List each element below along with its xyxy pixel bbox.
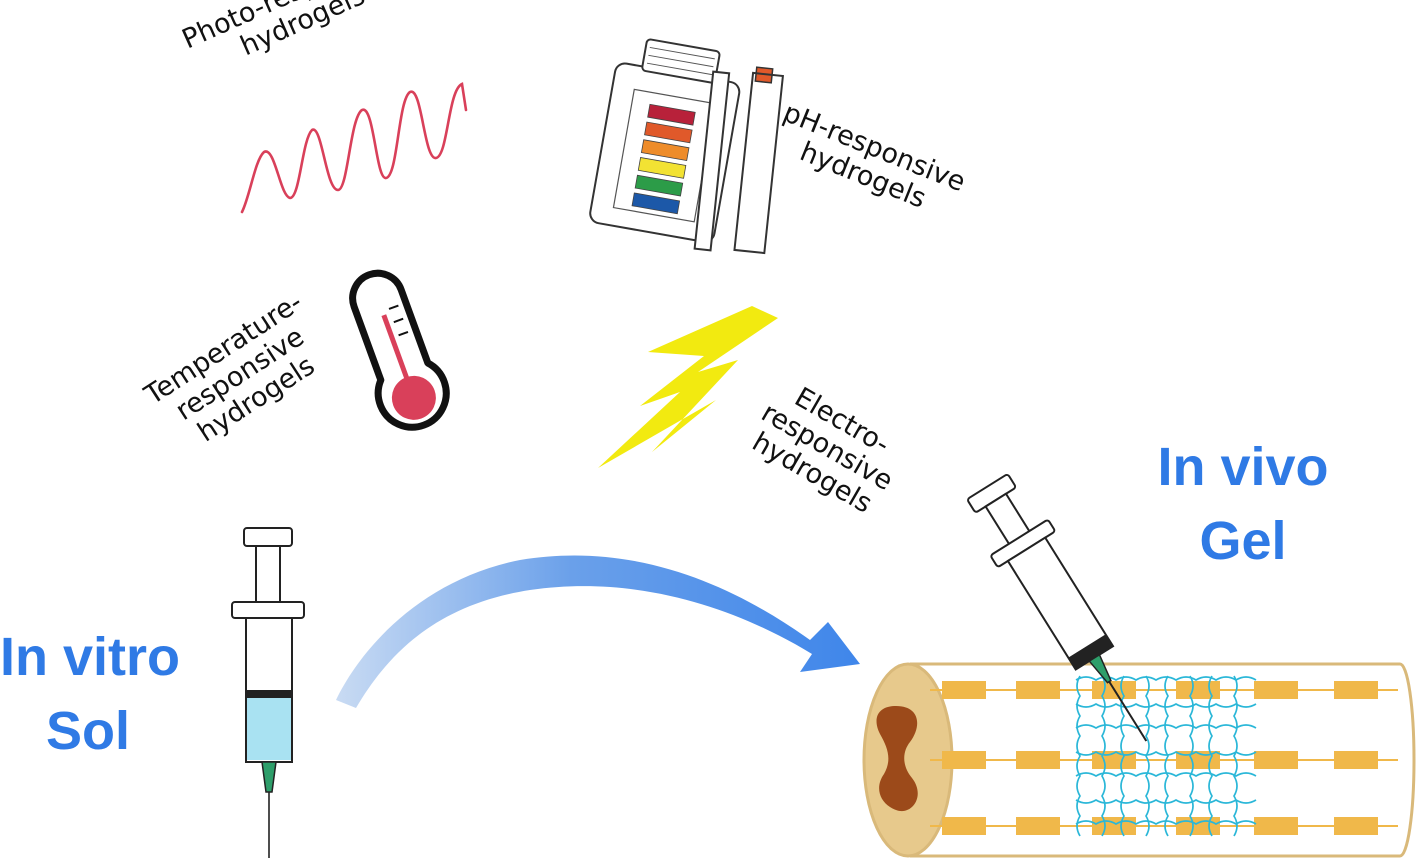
fiber-segment xyxy=(1254,817,1298,835)
gel-strand xyxy=(1101,675,1106,837)
ph-swatch xyxy=(640,139,690,162)
thermometer-icon xyxy=(349,269,450,431)
gel-strand xyxy=(1075,751,1257,756)
syringe-icon xyxy=(231,527,305,858)
gel-strand xyxy=(1164,675,1169,837)
gel-strand xyxy=(1076,675,1081,837)
light-wave-icon xyxy=(240,82,468,214)
fiber-segment xyxy=(1334,681,1378,699)
fiber-segment xyxy=(1176,681,1220,699)
arrow-icon xyxy=(336,555,860,708)
gel-strand xyxy=(1208,675,1213,837)
gel-strand xyxy=(1189,675,1194,837)
gel-strand xyxy=(1233,675,1238,837)
fiber-segment xyxy=(942,817,986,835)
syringe-icon xyxy=(967,473,1148,742)
fiber-segment xyxy=(1254,751,1298,769)
ph-test-kit-icon xyxy=(589,38,785,255)
fiber-segment xyxy=(1016,751,1060,769)
fiber-segment xyxy=(1254,681,1298,699)
fiber-segment xyxy=(1334,817,1378,835)
lightning-bolt-icon xyxy=(598,306,778,468)
ph-swatch xyxy=(631,192,681,215)
fiber-segment xyxy=(1016,817,1060,835)
tissue-icon xyxy=(862,662,1416,858)
gel-strand xyxy=(1075,703,1257,708)
gel-strand xyxy=(1145,675,1150,837)
ph-swatch xyxy=(647,103,696,126)
ph-swatch xyxy=(634,174,684,197)
ph-swatch xyxy=(637,157,687,179)
fiber-segment xyxy=(1016,681,1060,699)
fiber-segment xyxy=(1092,817,1136,835)
fiber-segment xyxy=(1334,751,1378,769)
ph-swatch xyxy=(644,121,693,144)
fiber-segment xyxy=(942,681,986,699)
fiber-segment xyxy=(1176,817,1220,835)
fiber-segment xyxy=(942,751,986,769)
gel-strand xyxy=(1075,724,1257,729)
